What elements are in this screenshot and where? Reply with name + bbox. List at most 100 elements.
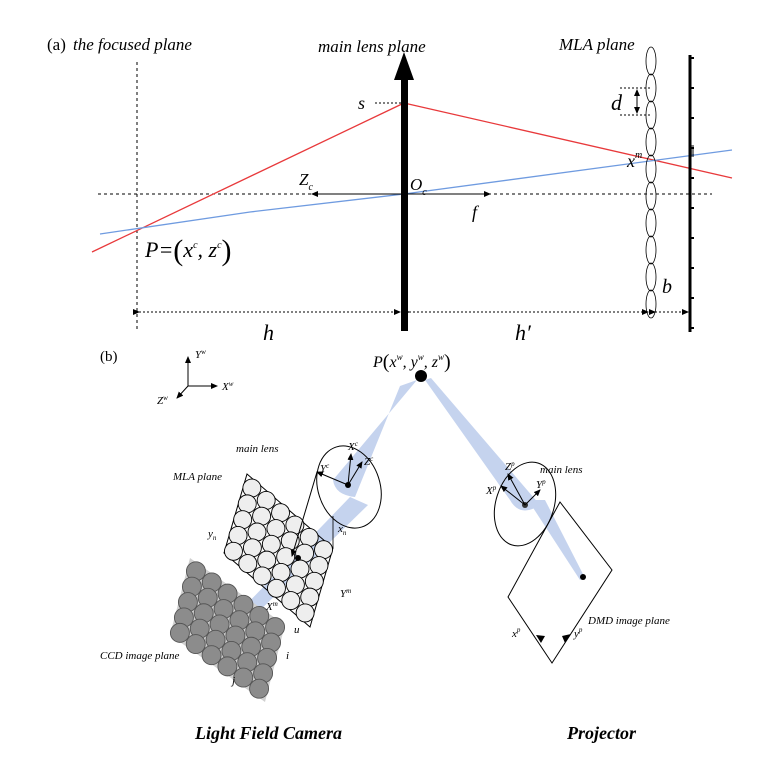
zc-axis-label: Zc [364, 455, 374, 468]
zp-label: Zp [505, 460, 515, 473]
dmd-image-plane [507, 501, 613, 664]
mla-lens-circle [257, 550, 277, 570]
microlens [645, 73, 657, 103]
yw-label: Yw [195, 348, 206, 361]
zw-label: Zw [157, 394, 168, 407]
mla-lens-circle [242, 538, 262, 558]
mla-plane-label: MLA plane [558, 35, 635, 54]
projector-yn-label: yp [573, 626, 583, 640]
projector-main-lens [493, 461, 557, 547]
ccd-pixel-circle [185, 634, 206, 654]
mla-lens-circle [252, 566, 272, 586]
projector-xn-label: xp [511, 626, 521, 640]
projector-beam-lower [528, 500, 585, 580]
yp-label: Yp [536, 478, 546, 491]
xw-label: Xw [221, 380, 234, 393]
microlens-array [645, 46, 657, 319]
mla-lens-circle [299, 527, 319, 547]
xc-label: Xc [347, 440, 359, 453]
xn-arrow-icon [536, 635, 545, 643]
mla-lens-circle [304, 571, 324, 591]
mla-lens-circle [242, 478, 262, 498]
world-point-label: P(xw, yw, zw) [372, 351, 451, 373]
b-label: b [662, 276, 672, 298]
main-lens-arrow-icon [394, 52, 414, 80]
mla-lens-circle [266, 519, 286, 538]
main-lens [401, 75, 408, 331]
projector-title: Projector [566, 723, 637, 743]
blue-chief-ray [99, 149, 733, 235]
mla-lens-circle [271, 503, 290, 523]
mla-lens-circle [300, 587, 320, 607]
mla-lens-circle [295, 603, 315, 623]
ccd-pixel-circle [217, 656, 238, 677]
camera-yn-label: yn [207, 528, 217, 542]
mla-lens-circle [281, 591, 301, 611]
main-lens-plane-label: main lens plane [318, 37, 426, 56]
ccd-pixel-circle [249, 678, 270, 699]
red-ray-right [403, 102, 733, 179]
mla-lens-circle [285, 575, 305, 595]
mla-lens-circle [224, 541, 243, 561]
ccd-pixel-circle [201, 645, 222, 666]
light-field-camera-title: Light Field Camera [194, 723, 342, 743]
ccd-plane-label: CCD image plane [100, 650, 180, 662]
mla-lens-circle [261, 534, 281, 554]
microlens [645, 262, 657, 292]
u-label: u [294, 624, 300, 636]
camera-xn-label: xn [337, 523, 347, 537]
microlens [645, 208, 657, 238]
world-point-dot [415, 370, 427, 382]
ccd-pixel-circle [233, 667, 254, 688]
i-label: i [286, 650, 289, 662]
j-label: j [230, 675, 235, 687]
focused-plane-label: the focused plane [73, 35, 192, 54]
xm-label: xm [626, 150, 642, 171]
part-a: (a) the focused plane main lens plane ML… [47, 35, 733, 345]
h-label: h [263, 320, 274, 345]
mla-lens-circle [276, 547, 296, 567]
h-prime-label: h′ [515, 320, 532, 345]
sensor-ticks [690, 57, 694, 329]
projector-beam-upper [425, 378, 540, 511]
mla-lens-circle [314, 540, 333, 560]
mla-lens-circle [267, 578, 286, 598]
microlens [645, 235, 657, 265]
mla-center-dot [295, 555, 301, 561]
part-a-label: (a) [47, 35, 66, 54]
point-p-label: P=(xc, zc) [144, 234, 232, 267]
ccd-image-plane-grid [169, 558, 286, 702]
camera-beam-upper [333, 380, 417, 497]
projector-main-lens-label: main lens [540, 464, 582, 476]
ccd-pixel-circle [169, 622, 190, 643]
camera-axes [290, 453, 363, 557]
mla-lens-circle [309, 556, 329, 575]
oc-label: Oc [410, 175, 427, 198]
mla-lens-circle [228, 526, 248, 545]
microlens [645, 181, 657, 211]
yc-label: Yc [320, 462, 330, 475]
ym-axis-label: Ym [340, 587, 351, 600]
camera-main-lens [316, 445, 382, 529]
mla-lens-circle [237, 494, 257, 514]
mla-lens-border [223, 473, 334, 628]
dmd-center-dot [580, 574, 586, 580]
projector-axes [500, 473, 541, 506]
microlens [645, 46, 657, 76]
mla-lens-circle [256, 490, 276, 510]
microlens [645, 100, 657, 130]
mla-lens-circle [233, 510, 253, 530]
mla-lens-circle [252, 506, 272, 526]
microlens [645, 127, 657, 157]
world-axes: Yw Xw Zw [157, 348, 234, 407]
xm-axis-label: Xm [265, 600, 278, 613]
microlens [645, 289, 657, 319]
camera-mla-plane-label: MLA plane [172, 471, 222, 483]
red-ray-left [91, 102, 405, 253]
mla-lens-circle [271, 563, 291, 582]
s-label: s [358, 93, 365, 113]
mla-lens-circle [247, 522, 267, 542]
xp-label: Xp [485, 484, 497, 497]
